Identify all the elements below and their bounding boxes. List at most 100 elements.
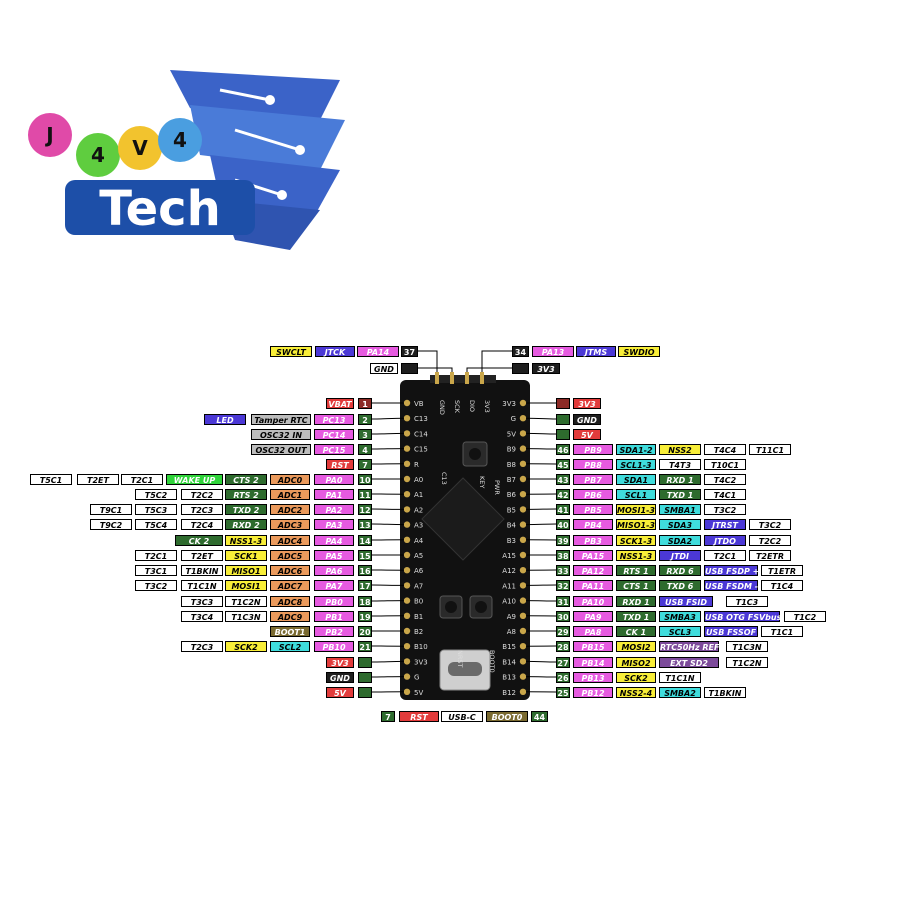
pin-label bbox=[556, 414, 570, 425]
pin-label: ADC3 bbox=[270, 519, 310, 530]
header-pin bbox=[403, 536, 411, 543]
header-pin bbox=[519, 399, 527, 407]
silk-label: DIO bbox=[468, 400, 476, 412]
silk-label: B13 bbox=[502, 674, 516, 682]
pin-label: SWCLT bbox=[270, 346, 312, 357]
header-pin bbox=[403, 521, 411, 528]
pin-label: 38 bbox=[556, 550, 570, 561]
pin-label: ADC9 bbox=[270, 611, 310, 622]
pin-label: 3 bbox=[358, 429, 372, 440]
logo-balls: J 4 V 4 bbox=[28, 113, 202, 177]
silk-label: 3V3 bbox=[502, 400, 516, 408]
header-pin bbox=[403, 445, 411, 452]
pin-label: 33 bbox=[556, 565, 570, 576]
header-pin bbox=[519, 688, 527, 695]
pin-label: ADC7 bbox=[270, 580, 310, 591]
pin-label: ADC4 bbox=[270, 535, 310, 546]
pin-label: PA8 bbox=[573, 626, 613, 637]
pin-label: EXT SD2 bbox=[659, 657, 719, 668]
pin-label: 3V3 bbox=[326, 657, 354, 668]
pin-label: ADC5 bbox=[270, 550, 310, 561]
header-pin bbox=[403, 612, 411, 619]
wire bbox=[371, 660, 405, 663]
pin-label: MOSI2 bbox=[616, 641, 656, 652]
pin-label: PC15 bbox=[314, 444, 354, 455]
pin-label: GND bbox=[370, 363, 398, 374]
header-pin bbox=[403, 415, 411, 422]
pin-label: 37 bbox=[401, 346, 418, 357]
silk-label: 3V3 bbox=[414, 658, 428, 666]
logo-letter: J bbox=[44, 123, 53, 147]
silk-label: C14 bbox=[414, 430, 428, 438]
pin-label: 25 bbox=[556, 687, 570, 698]
pin-label: JTMS bbox=[576, 346, 616, 357]
pin-label bbox=[556, 429, 570, 440]
pin-label: RXD 1 bbox=[659, 474, 701, 485]
pin-label: 14 bbox=[358, 535, 372, 546]
pin-label: T3C1 bbox=[135, 565, 177, 576]
pin-label: T3C2 bbox=[704, 504, 746, 515]
pin-label: PA3 bbox=[314, 519, 354, 530]
pin-label: PB6 bbox=[573, 489, 613, 500]
header-pin bbox=[519, 658, 527, 665]
silk-label: B2 bbox=[414, 628, 423, 636]
pin-label: 34 bbox=[512, 346, 529, 357]
pin-label: T1C1N bbox=[181, 580, 223, 591]
pin-label: 41 bbox=[556, 504, 570, 515]
silk-label: B9 bbox=[507, 446, 516, 454]
silk-label: G bbox=[511, 415, 516, 423]
pin-label: CK 1 bbox=[616, 626, 656, 637]
header-pin bbox=[519, 475, 527, 483]
pin-label bbox=[358, 657, 372, 668]
pin-label: PA2 bbox=[314, 504, 354, 515]
pin-label: T3C2 bbox=[749, 519, 791, 530]
pin-label: T3C2 bbox=[135, 580, 177, 591]
silk-label: SCK bbox=[453, 400, 461, 414]
silk-label: B8 bbox=[507, 461, 516, 469]
silk-label: R bbox=[414, 461, 419, 469]
pin-label: OSC32 IN bbox=[251, 429, 311, 440]
pin-label: RST bbox=[326, 459, 354, 470]
pin-label: RTS 2 bbox=[225, 489, 267, 500]
header-pin bbox=[519, 673, 527, 680]
pin-label: PB15 bbox=[573, 641, 613, 652]
pin-label: SCL3 bbox=[659, 626, 701, 637]
header-pin bbox=[519, 627, 527, 635]
pin-label: SDA3 bbox=[659, 519, 701, 530]
silk-label: B6 bbox=[507, 491, 517, 499]
pin-label: T3C4 bbox=[181, 611, 223, 622]
chip-label: C13 bbox=[440, 472, 448, 485]
header-pin bbox=[403, 658, 411, 665]
pin-label: PB9 bbox=[573, 444, 613, 455]
pin-label: NSS2 bbox=[659, 444, 701, 455]
pin-label: PA13 bbox=[532, 346, 574, 357]
pin-label: PA1 bbox=[314, 489, 354, 500]
silk-label: A10 bbox=[502, 598, 516, 606]
header-pin bbox=[519, 643, 527, 650]
pin-label: SMBA3 bbox=[659, 611, 701, 622]
silkscreen: VBC13C14C15RA0A1A2A3A4A5A6A7B0B1B2B103V3… bbox=[414, 400, 517, 697]
pin-label: PA12 bbox=[573, 565, 613, 576]
pin-label: 20 bbox=[358, 626, 372, 637]
pin-label: T5C2 bbox=[135, 489, 177, 500]
pin-label: PB3 bbox=[573, 535, 613, 546]
pin-label: OSC32 OUT bbox=[251, 444, 311, 455]
silk-label: A5 bbox=[414, 552, 423, 560]
header-pin bbox=[403, 673, 411, 680]
pin-label: SDA1-2 bbox=[616, 444, 656, 455]
pin-label: T1C2 bbox=[784, 611, 826, 622]
pin-label: PB12 bbox=[573, 687, 613, 698]
pin-label: 44 bbox=[531, 711, 548, 722]
logo-letter: 4 bbox=[173, 128, 187, 152]
pin-label: T2C2 bbox=[749, 535, 791, 546]
boot0-button-cap bbox=[475, 601, 487, 613]
pin-label: USB FSID bbox=[659, 596, 713, 607]
pin-label: T2C3 bbox=[181, 504, 223, 515]
pin-label: VBAT bbox=[326, 398, 354, 409]
pin-label: RTC50Hz REFIN bbox=[659, 641, 730, 652]
pin-label: BOOT0 bbox=[486, 711, 528, 722]
pin-label: T2C3 bbox=[181, 641, 223, 652]
swd-pin bbox=[450, 372, 454, 384]
silk-label: A9 bbox=[507, 613, 516, 621]
